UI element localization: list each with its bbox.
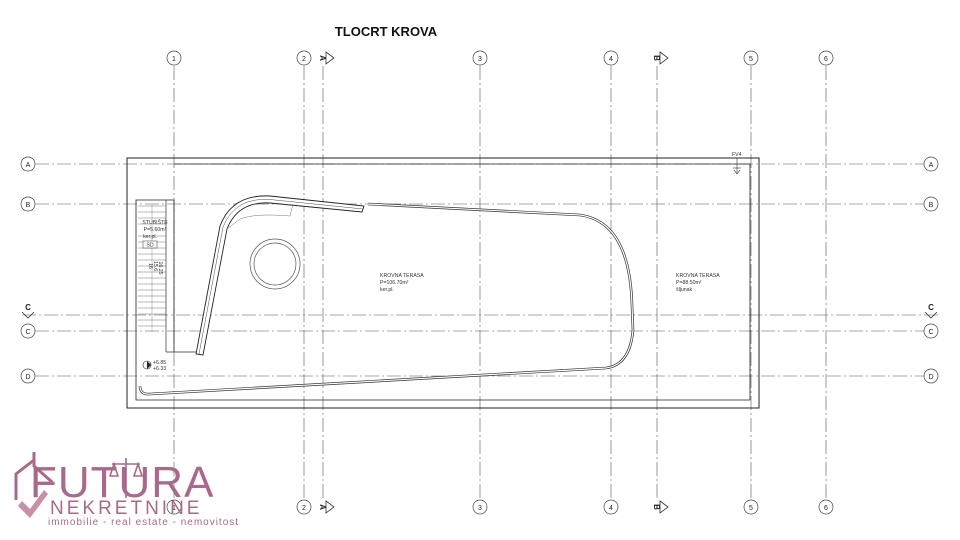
stair-finish: ker.pl. [143, 234, 157, 240]
stair-name: STUBIŠTE [142, 219, 168, 226]
section-label-b-bottom: B [652, 504, 661, 510]
grid-label-4-bottom: 4 [609, 505, 613, 512]
grid-label-2-top: 2 [302, 56, 306, 63]
elevation-top: +6.85 [153, 360, 166, 366]
terrace-main-area: P=106.70m² [380, 280, 409, 286]
terrace-side-name: KROVNA TERASA [676, 273, 720, 279]
stair-tag: SD [146, 243, 153, 249]
terrace-side-finish: šljunak [676, 287, 693, 293]
stair-step-2: 15.6 [152, 261, 158, 271]
logo-sub-text: NEKRETNINE [50, 498, 202, 519]
section-label-c-right: C [928, 303, 934, 312]
terrace-main-finish: ker.pl. [380, 287, 394, 293]
terrace-main-name: KROVNA TERASA [380, 273, 424, 279]
grid-label-c-right: C [928, 329, 933, 336]
vertical-grid-lines [173, 66, 827, 499]
scales-icon [108, 458, 144, 498]
curved-wall-glass-line [198, 199, 364, 355]
drawing-title: TLOCRT KROVA [335, 24, 438, 39]
grid-bubbles-top [166, 50, 834, 66]
grid-label-b-left: B [26, 202, 31, 209]
grid-label-6-top: 6 [824, 56, 828, 63]
curved-wall-projection [226, 203, 294, 230]
terrace-parapet-inner [139, 203, 634, 395]
section-label-a-bottom: A [318, 504, 327, 510]
stair-tag-box [142, 240, 158, 249]
elevation-marker [142, 360, 152, 370]
grid-label-a-right: A [929, 162, 934, 169]
grid-label-d-right: D [928, 374, 933, 381]
grid-label-3-top: 3 [478, 56, 482, 63]
drain-label: FV4 [732, 152, 742, 158]
house-outline-icon [14, 452, 53, 500]
grid-label-3-bottom: 3 [478, 505, 482, 512]
stair-step-3: 16.25 [157, 262, 163, 275]
grid-bubbles-bottom [166, 499, 834, 515]
parapet-inner-line [135, 163, 751, 401]
skylight-outer [249, 238, 301, 290]
logo-main-text: FUTURA [30, 458, 214, 507]
section-markers [21, 51, 938, 514]
grid-label-c-left: C [25, 329, 30, 336]
stair-step-1: 16 [147, 263, 153, 269]
checkmark-icon [18, 490, 48, 518]
company-logo: FUTURA NEKRETNINE immobilie - real estat… [14, 452, 239, 528]
skylight-inner [253, 242, 297, 286]
elevation-bottom: +6.33 [153, 366, 166, 372]
grid-label-2-bottom: 2 [302, 505, 306, 512]
section-label-b-top: B [652, 55, 661, 61]
grid-label-5-bottom: 5 [749, 505, 753, 512]
logo-tagline: immobilie - real estate - nemovitost [48, 517, 239, 528]
grid-label-a-left: A [26, 162, 31, 169]
grid-label-5-top: 5 [749, 56, 753, 63]
building-outline [126, 157, 760, 409]
section-label-a-top: A [318, 55, 327, 61]
grid-label-1-bottom: 1 [172, 505, 176, 512]
stair-area: P=5.60m² [144, 227, 167, 233]
grid-bubbles-sides [20, 156, 939, 384]
grid-label-1-top: 1 [172, 56, 176, 63]
grid-label-6-bottom: 6 [824, 505, 828, 512]
grid-label-d-left: D [25, 374, 30, 381]
section-label-c-left: C [25, 303, 31, 312]
terrace-side-area: P=88.50m² [676, 280, 702, 286]
grid-label-b-right: B [929, 202, 934, 209]
drain-icon [733, 158, 741, 175]
grid-label-4-top: 4 [609, 56, 613, 63]
